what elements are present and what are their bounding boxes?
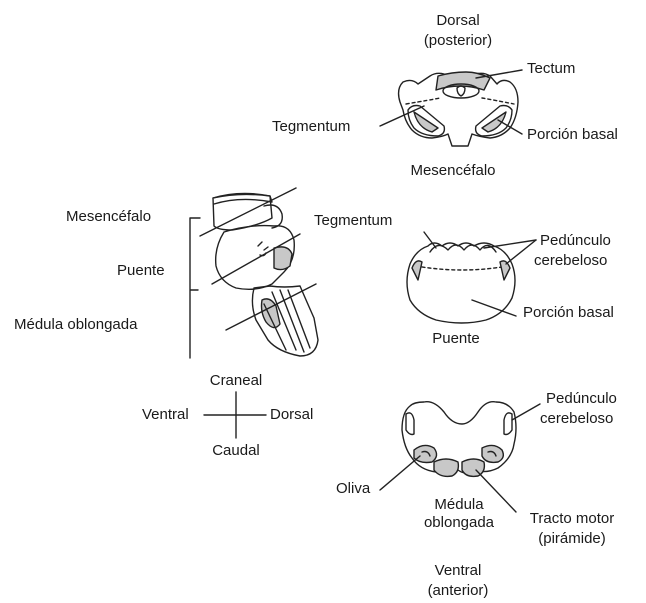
axis-label-craneal: Craneal [186, 372, 286, 390]
caption-mesencefalo: Mesencéfalo [390, 162, 516, 180]
pons-divider [416, 266, 508, 270]
pons-peduncle-left [412, 261, 422, 280]
label-tegmentum-pons: Tegmentum [314, 212, 392, 230]
axis-label-ventral: Ventral [142, 406, 189, 424]
pons-peduncle-right [500, 261, 510, 280]
pyramid-right [462, 459, 484, 476]
label-tracto-motor-2: (pirámide) [510, 530, 634, 548]
label-tracto-motor-1: Tracto motor [510, 510, 634, 528]
caption-medula-2: oblongada [404, 514, 514, 532]
pons-section [407, 232, 536, 323]
caption-puente: Puente [406, 330, 506, 348]
brainstem-lateral-view [190, 188, 318, 358]
aqueduct-lumen [457, 86, 465, 96]
peduncle-shade [274, 247, 292, 270]
medulla-peduncle-right [504, 413, 512, 435]
side-label-mesencefalo: Mesencéfalo [66, 208, 151, 226]
label-oliva: Oliva [336, 480, 370, 498]
side-label-puente: Puente [117, 262, 165, 280]
label-porcion-basal-pons: Porción basal [523, 304, 614, 322]
pons-outline [407, 243, 515, 323]
midbrain-bump [264, 205, 282, 228]
label-pedunculo-pons-2: cerebeloso [534, 252, 607, 270]
label-dorsal-top: Dorsal [416, 12, 500, 30]
side-bracket [190, 218, 200, 358]
tegmentum-divider [406, 98, 514, 104]
olive-left [414, 445, 437, 462]
label-tegmentum-midbrain: Tegmentum [272, 118, 350, 136]
pedunculo-med-leader [512, 404, 540, 420]
axis-label-caudal: Caudal [186, 442, 286, 460]
orientation-cross [204, 392, 266, 438]
label-pedunculo-pons-1: Pedúnculo [540, 232, 611, 250]
label-tectum: Tectum [527, 60, 575, 78]
medulla-body [252, 286, 318, 356]
label-ventral-bottom: Ventral [408, 562, 508, 580]
medulla-peduncle-left [406, 413, 414, 435]
pons-tegmentum-bumps [430, 245, 496, 252]
label-posterior: (posterior) [400, 32, 516, 50]
basal-inner-left [414, 112, 438, 132]
mesencephalon-section [380, 70, 522, 146]
olive-right [482, 445, 503, 462]
label-pedunculo-medula-1: Pedúnculo [546, 390, 617, 408]
label-porcion-basal-midbrain: Porción basal [527, 126, 618, 144]
side-label-medula: Médula oblongada [14, 316, 137, 334]
oliva-leader [380, 456, 420, 490]
axis-label-dorsal: Dorsal [270, 406, 313, 424]
label-pedunculo-medula-2: cerebeloso [540, 410, 613, 428]
pyramid-left [434, 459, 458, 476]
tegmentum-pons-leader [424, 232, 436, 248]
caption-medula-1: Médula [404, 496, 514, 514]
label-anterior: (anterior) [404, 582, 512, 600]
